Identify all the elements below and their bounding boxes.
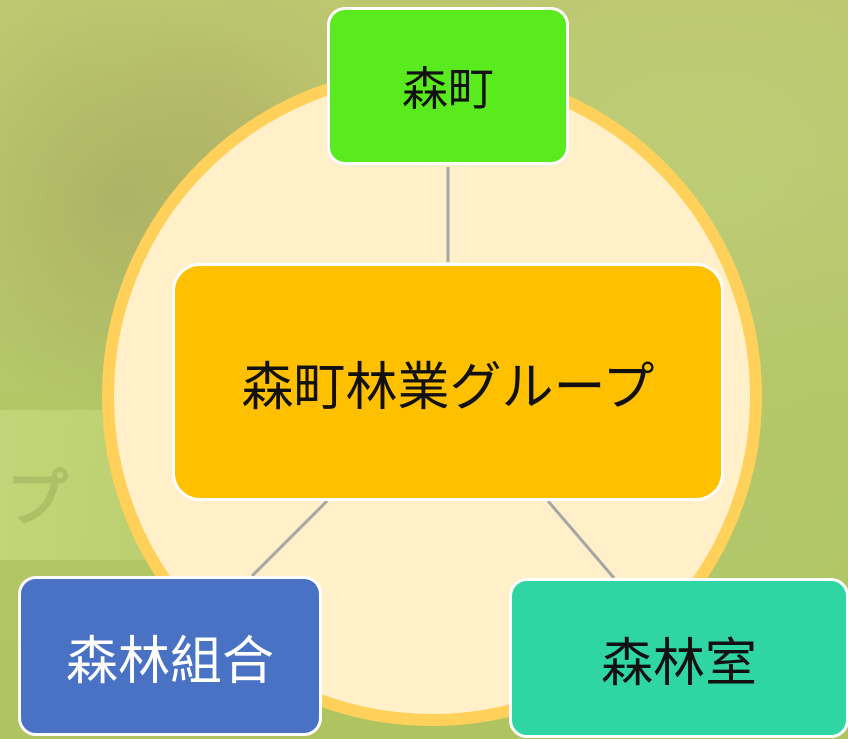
node-forestry-office: 森林室: [509, 578, 848, 738]
connector-bottom-left: [250, 499, 329, 578]
node-morimachi-label: 森町: [402, 62, 494, 116]
background-banner-glyph: プ: [6, 462, 75, 535]
node-forestry-group: 森町林業グループ: [172, 263, 724, 501]
node-forest-association-label: 森林組合: [65, 631, 274, 692]
node-forestry-office-label: 森林室: [600, 633, 757, 694]
connector-bottom-right: [546, 500, 616, 579]
node-forestry-group-label: 森町林業グループ: [241, 357, 655, 418]
node-morimachi: 森町: [327, 7, 569, 165]
node-forest-association: 森林組合: [18, 576, 322, 736]
